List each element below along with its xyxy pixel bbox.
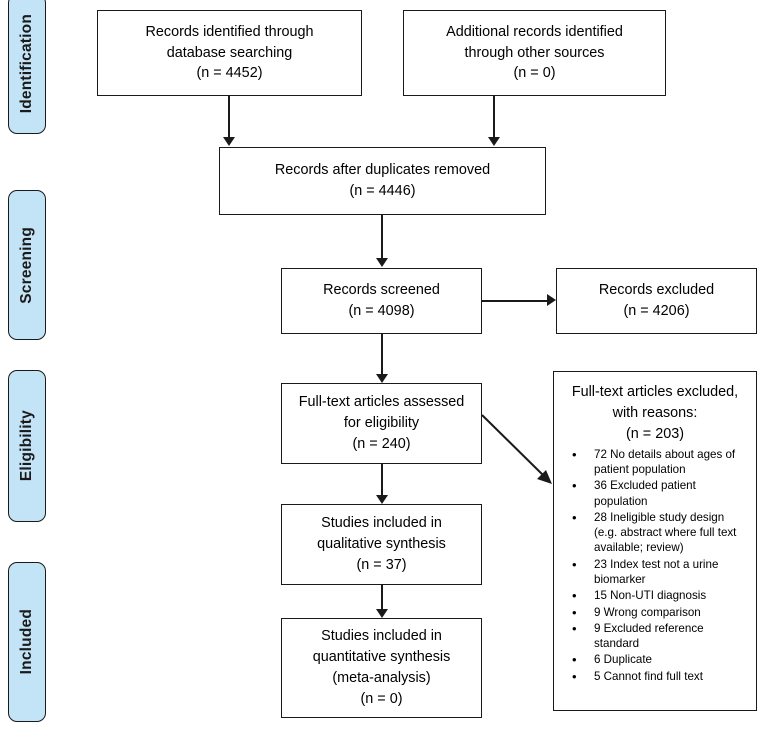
box-qualitative-synthesis-line3: (n = 37) [356,556,407,573]
box-other-records-line3: (n = 0) [513,65,556,82]
box-fulltext-excluded-line3: (n = 203) [626,425,684,442]
stage-pill-identification: Identification [8,0,46,134]
exclusion-reason-item: 5 Cannot find full text [568,668,748,685]
box-other-records: Additional records identified through ot… [403,10,666,96]
box-fulltext-assessed-line2: for eligibility [343,415,420,432]
connector-qualitative-to-quantitative [381,585,383,611]
exclusion-reason-item: 28 Ineligible study design (e.g. abstrac… [568,509,748,556]
box-quantitative-synthesis-line2: quantitative synthesis [312,649,451,666]
box-qualitative-synthesis-line1: Studies included in [321,515,442,532]
box-qualitative-synthesis-line2: qualitative synthesis [317,536,446,553]
box-after-duplicates: Records after duplicates removed (n = 44… [219,147,546,215]
box-fulltext-assessed-line1: Full-text articles assessed [298,394,465,411]
box-after-duplicates-line1: Records after duplicates removed [274,162,491,179]
exclusion-reason-item: 6 Duplicate [568,651,748,668]
connector-database-to-duplicates [228,96,230,138]
arrow-qualitative-to-quantitative [376,609,388,618]
arrow-screened-to-excluded [547,294,556,306]
arrow-database-to-duplicates [223,137,235,146]
box-records-screened-line2: (n = 4098) [348,303,415,319]
box-records-excluded: Records excluded (n = 4206) [556,268,757,334]
stage-pill-eligibility: Eligibility [8,370,46,522]
exclusion-reasons-list: 72 No details about ages of patient popu… [562,446,748,686]
box-after-duplicates-line2: (n = 4446) [349,183,416,199]
box-records-excluded-line1: Records excluded [598,282,715,299]
exclusion-reason-item: 9 Wrong comparison [568,604,748,621]
box-quantitative-synthesis-line1: Studies included in [321,628,442,645]
stage-pill-included: Included [8,562,46,722]
box-quantitative-synthesis-line4: (n = 0) [360,690,403,707]
connector-other-to-duplicates [493,96,495,138]
box-fulltext-excluded-line1: Full-text articles excluded, [571,384,739,400]
stage-label-screening: Screening [18,226,36,304]
arrow-fulltext-to-qualitative [376,495,388,504]
connector-duplicates-to-screened [381,215,383,259]
box-fulltext-assessed-line3: (n = 240) [352,435,411,452]
stage-pill-screening: Screening [8,190,46,340]
box-fulltext-excluded-reasons: Full-text articles excluded, with reason… [553,371,757,711]
box-quantitative-synthesis-line3: (meta-analysis) [332,670,431,686]
box-records-screened: Records screened (n = 4098) [281,268,482,334]
box-records-screened-line1: Records screened [323,282,440,299]
stage-label-included: Included [18,609,36,675]
box-records-excluded-line2: (n = 4206) [623,303,690,319]
box-fulltext-excluded-line2: with reasons: [612,404,698,421]
box-database-records-line1: Records identified through [145,23,314,40]
connector-screened-to-excluded [482,300,549,302]
box-qualitative-synthesis: Studies included in qualitative synthesi… [281,504,482,585]
exclusion-reason-item: 15 Non-UTI diagnosis [568,587,748,604]
box-other-records-line2: through other sources [464,44,605,61]
stage-label-identification: Identification [18,14,36,114]
stage-label-eligibility: Eligibility [18,410,36,482]
connector-screened-to-fulltext [381,334,383,375]
box-fulltext-assessed: Full-text articles assessed for eligibil… [281,383,482,464]
box-database-records-line2: database searching [166,44,293,61]
exclusion-reason-item: 72 No details about ages of patient popu… [568,446,748,478]
exclusion-reason-item: 9 Excluded reference standard [568,620,748,652]
arrow-other-to-duplicates [488,137,500,146]
connector-fulltext-to-qualitative [381,464,383,497]
box-database-records: Records identified through database sear… [97,10,362,96]
arrow-duplicates-to-screened [376,258,388,267]
connector-fulltext-to-excluded-reasons [481,414,552,484]
box-quantitative-synthesis: Studies included in quantitative synthes… [281,618,482,718]
box-database-records-line3: (n = 4452) [196,65,263,82]
exclusion-reason-item: 36 Excluded patient population [568,477,748,509]
exclusion-reason-item: 23 Index test not a urine biomarker [568,556,748,588]
arrow-screened-to-fulltext [376,374,388,383]
box-other-records-line1: Additional records identified [446,23,623,40]
